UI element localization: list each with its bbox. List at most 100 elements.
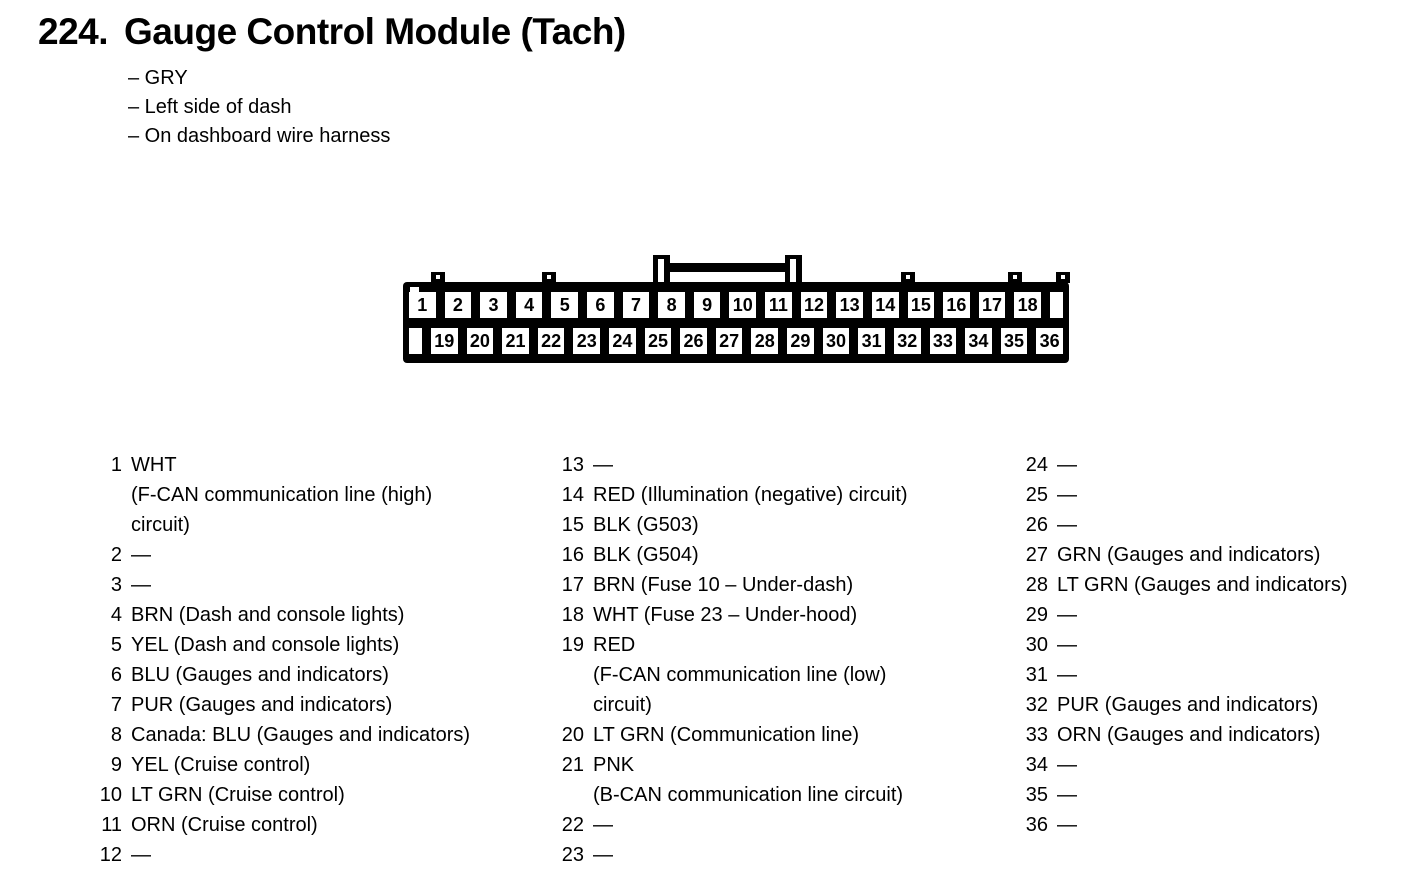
- pin-entry-line: WHT: [131, 454, 177, 476]
- pin-entry-description: —: [1057, 450, 1077, 480]
- pin-entry-21: 21 PNK(B-CAN communication line circuit): [558, 750, 998, 810]
- pin-entry-line: Canada: BLU (Gauges and indicators): [131, 724, 471, 746]
- pin-cell-29: 29: [787, 328, 814, 354]
- pin-entry-12: 12 —: [96, 840, 558, 870]
- pin-entry-26: 26 —: [1022, 510, 1408, 540]
- pin-cell-6: 6: [587, 292, 614, 318]
- connector-latch-post-left: [653, 255, 670, 284]
- pin-entry-36: 36—: [1022, 810, 1408, 840]
- pin-entry-5: 5 YEL (Dash and console lights): [96, 630, 558, 660]
- pin-cell-9: 9: [693, 292, 721, 318]
- pin-entry-line: YEL (Dash and console lights): [131, 634, 400, 656]
- pin-entry-line: LT GRN (Gauges and indicators): [1057, 574, 1348, 596]
- pin-entry-line: —: [1057, 454, 1077, 476]
- pin-entry-number: 20: [561, 724, 584, 746]
- page-title: Gauge Control Module (Tach): [124, 11, 626, 52]
- connector-notes: – GRY– Left side of dash– On dashboard w…: [128, 64, 390, 151]
- pin-entry-description: YEL (Dash and console lights): [131, 630, 399, 660]
- pin-entry-number: 4: [110, 604, 122, 626]
- pin-entry-line: GRN (Gauges and indicators): [1057, 544, 1321, 566]
- pin-entry-description: WHT (Fuse 23 – Under-hood): [593, 600, 857, 630]
- pin-entry-number: 33: [1025, 724, 1048, 746]
- pin-entry-description: ORN (Cruise control): [131, 810, 318, 840]
- pin-entry-13: 13 —: [558, 450, 998, 480]
- pin-entry-number: 7: [110, 694, 122, 716]
- pin-cell-32: 32: [893, 328, 921, 354]
- pin-entry-line: —: [1057, 514, 1077, 536]
- pin-entry-description: BLK (G504): [593, 540, 699, 570]
- pin-entry-number: 31: [1025, 664, 1048, 686]
- pin-entry-line: —: [593, 454, 613, 476]
- pin-entry-number: 34: [1025, 754, 1048, 776]
- pin-entry-description: PNK(B-CAN communication line circuit): [593, 750, 903, 810]
- pin-entry-line: ORN (Gauges and indicators): [1057, 724, 1321, 746]
- pin-entry-number: 17: [561, 574, 584, 596]
- pin-cell-15: 15: [907, 292, 935, 318]
- pin-entry-number: 25: [1025, 484, 1048, 506]
- pin-entry-line: RED (Illumination (negative) circuit): [593, 484, 908, 506]
- connector-latch-post-right: [785, 255, 802, 284]
- pin-entry-number: 6: [110, 664, 122, 686]
- pin-entry-number: 15: [561, 514, 584, 536]
- pin-entry-description: —: [1057, 630, 1077, 660]
- pin-entry-line: BLK (G503): [593, 514, 699, 536]
- pin-cell-2: 2: [444, 292, 472, 318]
- pin-cell-23: 23: [573, 328, 601, 354]
- pin-entry-description: BRN (Fuse 10 – Under-dash): [593, 570, 853, 600]
- pin-cell-5: 5: [551, 292, 579, 318]
- pin-entry-description: —: [131, 840, 151, 870]
- pin-entry-number: 35: [1025, 784, 1048, 806]
- pin-entry-line: BLU (Gauges and indicators): [131, 664, 389, 686]
- pin-entry-description: —: [1057, 750, 1077, 780]
- pin-entry-description: —: [1057, 480, 1077, 510]
- pin-entry-number: 5: [110, 634, 122, 656]
- pin-entry-description: RED(F-CAN communication line (low)circui…: [593, 630, 886, 720]
- pin-entry-17: 17 BRN (Fuse 10 – Under-dash): [558, 570, 998, 600]
- pin-entry-description: WHT(F-CAN communication line (high)circu…: [131, 450, 432, 540]
- pin-entry-line: ORN (Cruise control): [131, 814, 318, 836]
- pin-entry-line: —: [131, 844, 151, 866]
- pin-entry-description: —: [1057, 780, 1077, 810]
- pin-entry-number: 29: [1025, 604, 1048, 626]
- pin-entry-description: —: [131, 540, 151, 570]
- pin-entry-31: 31 —: [1022, 660, 1408, 690]
- note-line: – On dashboard wire harness: [128, 125, 391, 147]
- pin-entry-30: 30—: [1022, 630, 1408, 660]
- pin-entry-number: 12: [99, 844, 122, 866]
- pin-entry-description: —: [593, 450, 613, 480]
- pin-entry-description: BRN (Dash and console lights): [131, 600, 404, 630]
- connector-corner-notch: [410, 287, 419, 292]
- pin-entry-line: LT GRN (Communication line): [593, 724, 860, 746]
- pin-cell-12: 12: [800, 292, 828, 318]
- pin-entry-number: 13: [561, 454, 584, 476]
- pin-entry-number: 26: [1025, 514, 1048, 536]
- pin-entry-number: 9: [110, 754, 122, 776]
- pin-entry-line: circuit): [593, 694, 652, 716]
- pin-column-2: 13 — 14 RED (Illumination (negative) circui…: [558, 450, 998, 870]
- pin-entry-number: 22: [561, 814, 584, 836]
- pin-entry-number: 21: [561, 754, 584, 776]
- pin-entry-description: GRN (Gauges and indicators): [1057, 540, 1320, 570]
- pin-entry-number: 2: [110, 544, 122, 566]
- pin-cell-4: 4: [515, 292, 543, 318]
- pin-cell-19: 19: [431, 328, 458, 354]
- pin-entry-number: 28: [1025, 574, 1048, 596]
- connector-latch-bar: [665, 263, 791, 272]
- pin-entry-28: 28 LT GRN (Gauges and indicators): [1022, 570, 1408, 600]
- pin-cell-8: 8: [658, 292, 685, 318]
- pin-entry-number: 24: [1025, 454, 1048, 476]
- pin-entry-number: 1: [110, 454, 122, 476]
- pin-entry-description: Canada: BLU (Gauges and indicators): [131, 720, 470, 750]
- pin-entry-description: RED (Illumination (negative) circuit): [593, 480, 908, 510]
- pin-entry-number: 14: [561, 484, 584, 506]
- pin-cell-21: 21: [502, 328, 529, 354]
- pin-entry-description: —: [1057, 810, 1077, 840]
- pin-entry-line: —: [593, 844, 613, 866]
- pin-entry-line: —: [131, 544, 151, 566]
- pin-entry-description: —: [1057, 660, 1077, 690]
